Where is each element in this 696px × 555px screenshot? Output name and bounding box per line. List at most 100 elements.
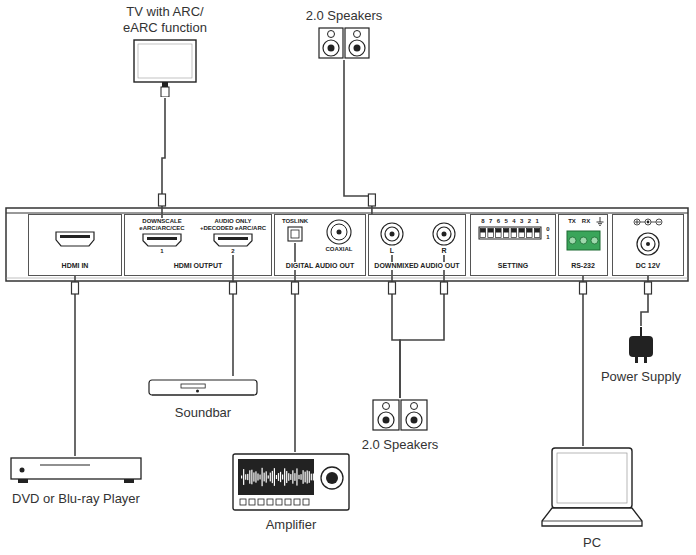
dip-switch-lever xyxy=(527,229,533,233)
dip-switch-lever xyxy=(488,229,494,238)
label-text: 6 xyxy=(492,218,504,225)
ground-symbol xyxy=(600,217,601,222)
polarity-symbol xyxy=(637,220,638,224)
coaxial-jack xyxy=(337,230,342,235)
cable-plug xyxy=(441,282,448,294)
tweeter xyxy=(328,31,335,38)
pc-icon xyxy=(540,447,644,529)
hdmi-pins xyxy=(218,237,248,240)
polarity-symbol xyxy=(640,222,645,223)
waveform-bar xyxy=(272,471,273,483)
label-text: 1 xyxy=(160,248,163,255)
dip-switch-lever xyxy=(480,229,486,233)
waveform-bar xyxy=(284,468,285,485)
waveform-bar xyxy=(309,471,310,483)
polarity-symbol xyxy=(634,219,640,225)
cable-plug xyxy=(368,194,375,206)
label-holder: 2 xyxy=(523,218,535,225)
laptop-base xyxy=(542,508,642,526)
waveform-bar xyxy=(290,474,291,480)
waveform-bar xyxy=(298,475,299,479)
label-text: 2 xyxy=(523,218,535,225)
laptop-screen xyxy=(552,448,632,508)
label-text: DVD or Blu-ray Player xyxy=(12,491,140,507)
waveform-bar xyxy=(300,474,301,480)
cable xyxy=(582,276,584,446)
woofer xyxy=(323,40,339,56)
waveform-bar xyxy=(245,474,246,479)
port-panel: SETTING8765432101 xyxy=(470,214,556,276)
dc-jack-pin xyxy=(646,242,650,246)
woofer xyxy=(406,412,422,428)
waveform-bar xyxy=(313,474,314,481)
label-text: RS-232 xyxy=(569,262,597,270)
hdmi-port xyxy=(143,234,181,246)
terminal-screw xyxy=(580,237,587,244)
port-panel: DOWNMIXED AUDIO OUTLR xyxy=(368,214,466,276)
waveform-bar xyxy=(276,475,277,479)
speaker-box xyxy=(401,400,427,430)
speaker-box xyxy=(345,28,369,58)
spk-icon xyxy=(318,27,370,59)
label-text: HDMI OUTPUT xyxy=(172,262,225,270)
dip-switch-lever xyxy=(503,229,509,233)
polarity-symbol xyxy=(651,222,656,223)
amplifier-button xyxy=(258,499,264,505)
device: DVD or Blu-ray Player xyxy=(4,456,148,507)
amplifier-button xyxy=(285,499,291,505)
waveform-bar xyxy=(253,472,254,481)
soundbar-body xyxy=(149,380,257,395)
waveform-bar xyxy=(303,470,304,484)
ps-icon xyxy=(626,327,656,363)
ground-symbol xyxy=(599,225,601,226)
rca-jack xyxy=(437,227,451,241)
adapter-prong xyxy=(635,357,638,363)
label-holder: HDMI IN xyxy=(29,254,121,272)
waveform-bar xyxy=(294,473,295,481)
label-text: L xyxy=(390,247,394,255)
waveform-bar xyxy=(268,475,269,478)
label-text: 3 xyxy=(516,218,528,225)
label-text: DC 12V xyxy=(634,262,663,270)
port-panel: HDMI OUTPUTDOWNSCALE eARC/ARC/CEC1AUDIO … xyxy=(124,214,272,276)
hdmi-input-port xyxy=(55,231,95,247)
label-text: SETTING xyxy=(496,262,530,270)
label-holder: 8 xyxy=(477,218,489,225)
waveform-bar xyxy=(249,470,250,483)
cable-plug xyxy=(645,282,652,294)
label-holder: DIGITAL AUDIO OUT xyxy=(275,254,365,272)
label-holder: 3 xyxy=(516,218,528,225)
woofer xyxy=(411,417,418,424)
player-body xyxy=(11,458,141,479)
waveform-bar xyxy=(311,474,312,481)
label-text: Power Supply xyxy=(601,369,681,385)
dvd-icon xyxy=(10,457,142,485)
label-holder: RS-232 xyxy=(559,254,607,272)
label-holder: DC 12V xyxy=(613,254,683,272)
dip-switch-lever xyxy=(496,229,502,238)
dc-jack-ring xyxy=(641,237,655,251)
waveform-bar xyxy=(270,473,271,482)
waveform-bar xyxy=(247,474,248,480)
label-text: 7 xyxy=(485,218,497,225)
port-panel: HDMI IN xyxy=(28,214,122,276)
laptop-base xyxy=(542,521,642,522)
port: AUDIO ONLY +DECODED eARC/ARC2 xyxy=(198,218,268,255)
soundbar-display xyxy=(181,384,205,388)
label-text: 1 xyxy=(531,218,543,225)
hdmi-port xyxy=(56,232,94,246)
device-housing xyxy=(6,208,688,281)
device: Amplifier xyxy=(226,452,356,533)
waveform-bar xyxy=(288,473,289,481)
rca-icon xyxy=(380,222,404,246)
cable xyxy=(294,243,296,452)
label-text: TOSLINK xyxy=(282,218,308,225)
device: 2.0 Speakers xyxy=(300,8,388,60)
port: COAXIAL xyxy=(315,218,363,253)
label-text: 2 xyxy=(231,248,234,255)
label-holder: RX xyxy=(580,218,592,225)
toslink-port xyxy=(291,230,299,238)
tv-screen xyxy=(138,44,192,78)
player-foot xyxy=(18,479,28,483)
